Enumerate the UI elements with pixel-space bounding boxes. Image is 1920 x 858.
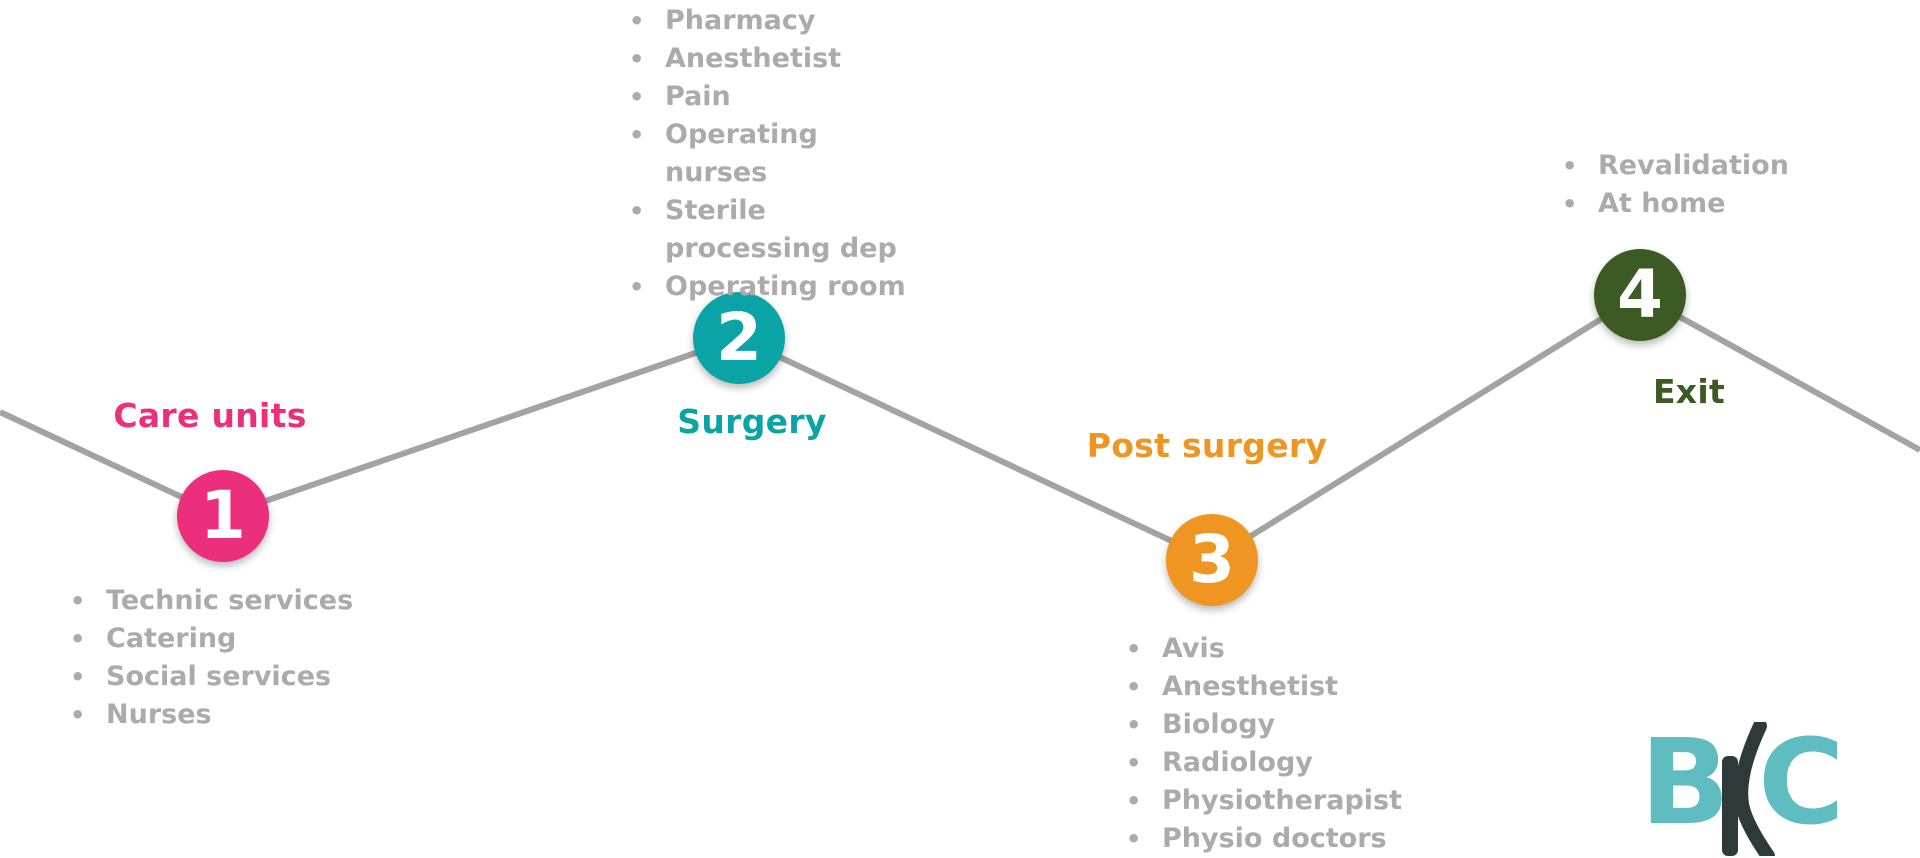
step-1-list: Technic services Catering Social service… [70, 582, 390, 734]
list-item: Biology [1126, 706, 1466, 744]
list-item: At home [1562, 185, 1862, 223]
list-item: Anesthetist [629, 40, 919, 78]
list-item: Operating nurses [629, 116, 919, 192]
logo-k-mark [1722, 722, 1775, 856]
list-item: Radiology [1126, 744, 1466, 782]
step-3-list: Avis Anesthetist Biology Radiology Physi… [1126, 630, 1466, 858]
step-4-label: Exit [1652, 372, 1726, 411]
bkc-logo: B C [1640, 722, 1870, 856]
list-item: Nurses [70, 696, 390, 734]
step-2-label: Surgery [677, 402, 827, 441]
logo-letter-c: C [1758, 713, 1845, 851]
list-item: Technic services [70, 582, 390, 620]
list-item: Catering [70, 620, 390, 658]
step-4-list: Revalidation At home [1562, 147, 1862, 223]
step-3-label: Post surgery [1086, 426, 1328, 465]
list-item: Pharmacy [629, 2, 919, 40]
list-item: Physiotherapist [1126, 782, 1466, 820]
logo-letter-b: B [1640, 713, 1730, 851]
list-item: Sterile processing dep [629, 192, 919, 268]
step-4-circle: 4 [1594, 249, 1686, 341]
step-2-circle: 2 [693, 292, 785, 384]
step-2-list: Pharmacy Anesthetist Pain Operating nurs… [629, 2, 919, 306]
step-3-circle: 3 [1166, 514, 1258, 606]
list-item: Physio doctors [1126, 820, 1466, 858]
list-item: Revalidation [1562, 147, 1862, 185]
list-item: Avis [1126, 630, 1466, 668]
list-item: Operating room [629, 268, 919, 306]
list-item: Anesthetist [1126, 668, 1466, 706]
step-1-circle: 1 [177, 470, 269, 562]
list-item: Pain [629, 78, 919, 116]
step-1-label: Care units [113, 396, 307, 435]
list-item: Social services [70, 658, 390, 696]
